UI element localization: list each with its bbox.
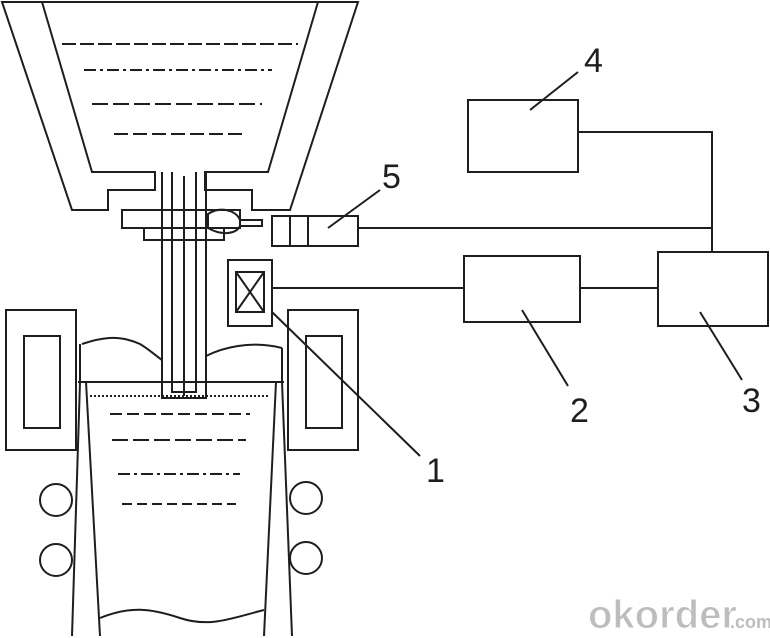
tundish-left-wall — [0, 0, 156, 211]
sensor-1-cross-b — [235, 271, 265, 313]
leader-1 — [271, 311, 421, 457]
entry-nozzle — [121, 172, 263, 399]
sensor-1-housing — [227, 259, 273, 327]
gas-injection-tube — [207, 208, 263, 234]
watermark-text: okorder — [588, 593, 737, 637]
mold — [5, 309, 359, 637]
box-4-computer — [467, 99, 579, 173]
support-rollers — [39, 481, 323, 577]
watermark-logo: okorder .com — [588, 593, 770, 638]
box-3-controller — [657, 251, 769, 327]
tundish-right-wall — [204, 1, 360, 211]
nozzle-collar — [143, 227, 225, 241]
device-5-body — [271, 215, 359, 247]
strand-right-wall — [281, 381, 293, 637]
callout-3: 3 — [742, 382, 761, 420]
stirrer-right-inner — [305, 335, 343, 429]
leader-2 — [521, 309, 569, 387]
callout-2: 2 — [570, 392, 589, 430]
nozzle-outer — [161, 172, 207, 399]
leader-lines — [271, 71, 743, 457]
leader-4 — [529, 71, 579, 111]
tundish — [0, 0, 360, 211]
signal-wiring — [272, 131, 713, 289]
strand-left-wall — [71, 381, 81, 637]
sensor-1-coil — [235, 271, 265, 313]
stirrer-right-outer — [287, 309, 359, 451]
roller-left-1 — [39, 483, 73, 517]
strand-left-shell — [85, 381, 101, 637]
stirrer-left-outer — [5, 309, 77, 451]
callout-4: 4 — [584, 42, 603, 80]
roller-right-2 — [289, 541, 323, 575]
roller-right-1 — [289, 481, 323, 515]
device-5 — [271, 215, 359, 247]
stirrer-left-inner — [23, 335, 61, 429]
strand-right-shell — [263, 381, 277, 637]
callout-5: 5 — [382, 158, 401, 196]
leader-3 — [699, 311, 743, 381]
leader-5 — [327, 189, 381, 229]
watermark-tld: .com — [730, 612, 770, 632]
callout-1: 1 — [426, 452, 445, 490]
nozzle-flange — [121, 209, 241, 229]
strand-bottom-end — [99, 608, 265, 624]
box-2-signal-processor — [463, 255, 581, 323]
roller-left-2 — [39, 543, 73, 577]
sensor-1 — [227, 259, 273, 327]
mold-top-shell — [81, 337, 283, 361]
wire-box4-to-box3 — [578, 131, 713, 252]
